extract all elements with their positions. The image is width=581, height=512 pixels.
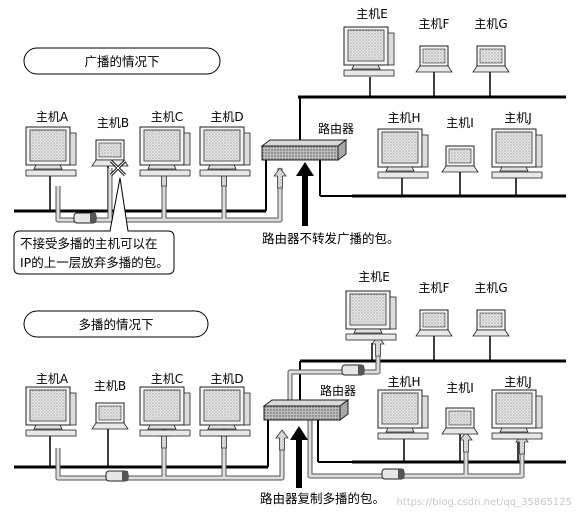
bottom-host-c: 主机C — [139, 372, 191, 437]
watermark: https://blog.csdn.net/qq_35865125 — [396, 497, 572, 508]
bottom-host-a-label: 主机A — [36, 372, 69, 386]
top-host-g-label: 主机G — [474, 17, 507, 31]
bottom-host-c-label: 主机C — [151, 372, 183, 386]
bottom-router: 路由器 — [263, 383, 356, 421]
bottom-packet-icon-left — [105, 470, 129, 482]
bottom-title-box — [23, 310, 209, 338]
top-callout-line1: 不接受多播的主机可以在 — [20, 236, 158, 251]
top-host-e-label: 主机E — [356, 7, 388, 21]
bottom-host-d-label: 主机D — [210, 372, 243, 386]
bottom-multicast-paths — [55, 352, 525, 481]
top-host-j-label: 主机J — [504, 111, 532, 125]
top-router: 路由器 — [261, 121, 354, 161]
top-host-b: 主机B — [91, 116, 129, 167]
top-host-i-label: 主机I — [446, 116, 474, 130]
bottom-title: 多播的情况下 — [78, 317, 153, 332]
top-host-h-label: 主机H — [387, 111, 420, 125]
bottom-section: 多播的情况下 — [14, 270, 566, 506]
bottom-host-f: 主机F — [415, 281, 453, 337]
top-host-g: 主机G — [472, 17, 510, 73]
bottom-host-e: 主机E — [345, 270, 397, 341]
top-section: 广播的情况下 主机A — [13, 7, 566, 275]
top-host-c: 主机C — [139, 110, 191, 177]
top-callout-line2: IP的上一层放弃多播的包。 — [20, 255, 169, 270]
bottom-host-g: 主机G — [472, 281, 510, 337]
top-host-b-label: 主机B — [97, 116, 129, 130]
bottom-host-j: 主机J — [491, 375, 543, 440]
top-host-j: 主机J — [491, 111, 543, 179]
bottom-router-label: 路由器 — [320, 383, 356, 398]
top-title: 广播的情况下 — [84, 54, 159, 69]
top-host-a-label: 主机A — [36, 110, 69, 124]
top-router-label: 路由器 — [318, 121, 354, 136]
bottom-host-b: 主机B — [91, 379, 129, 430]
bottom-host-h-label: 主机H — [387, 375, 420, 389]
top-host-f: 主机F — [415, 17, 453, 73]
bottom-host-a: 主机A — [25, 372, 77, 437]
top-host-c-label: 主机C — [151, 110, 183, 124]
top-host-d: 主机D — [199, 110, 251, 177]
bottom-host-i: 主机I — [441, 381, 479, 435]
bottom-host-j-label: 主机J — [504, 375, 532, 389]
bottom-host-h: 主机H — [377, 375, 429, 440]
bottom-caption-arrow — [290, 426, 308, 488]
bottom-router-caption: 路由器复制多播的包。 — [260, 491, 385, 506]
bottom-host-e-label: 主机E — [358, 270, 390, 284]
bottom-packet-icon-upper — [341, 364, 365, 376]
top-host-e: 主机E — [343, 7, 395, 77]
bottom-host-g-label: 主机G — [474, 281, 507, 295]
reject-x-icon — [109, 159, 127, 177]
top-host-i: 主机I — [441, 116, 479, 173]
bottom-host-d: 主机D — [199, 372, 251, 437]
bottom-host-b-label: 主机B — [94, 379, 126, 393]
top-callout-bubble — [13, 177, 175, 275]
top-host-d-label: 主机D — [210, 110, 243, 124]
top-title-box — [23, 47, 221, 75]
bottom-packet-icon-right — [381, 468, 405, 480]
bottom-host-f-label: 主机F — [419, 281, 450, 295]
top-router-caption: 路由器不转发广播的包。 — [262, 231, 400, 246]
top-host-h: 主机H — [377, 111, 429, 179]
top-host-a: 主机A — [25, 110, 77, 177]
top-host-f-label: 主机F — [419, 17, 450, 31]
bottom-host-i-label: 主机I — [446, 381, 474, 395]
top-caption-arrow — [296, 162, 314, 226]
